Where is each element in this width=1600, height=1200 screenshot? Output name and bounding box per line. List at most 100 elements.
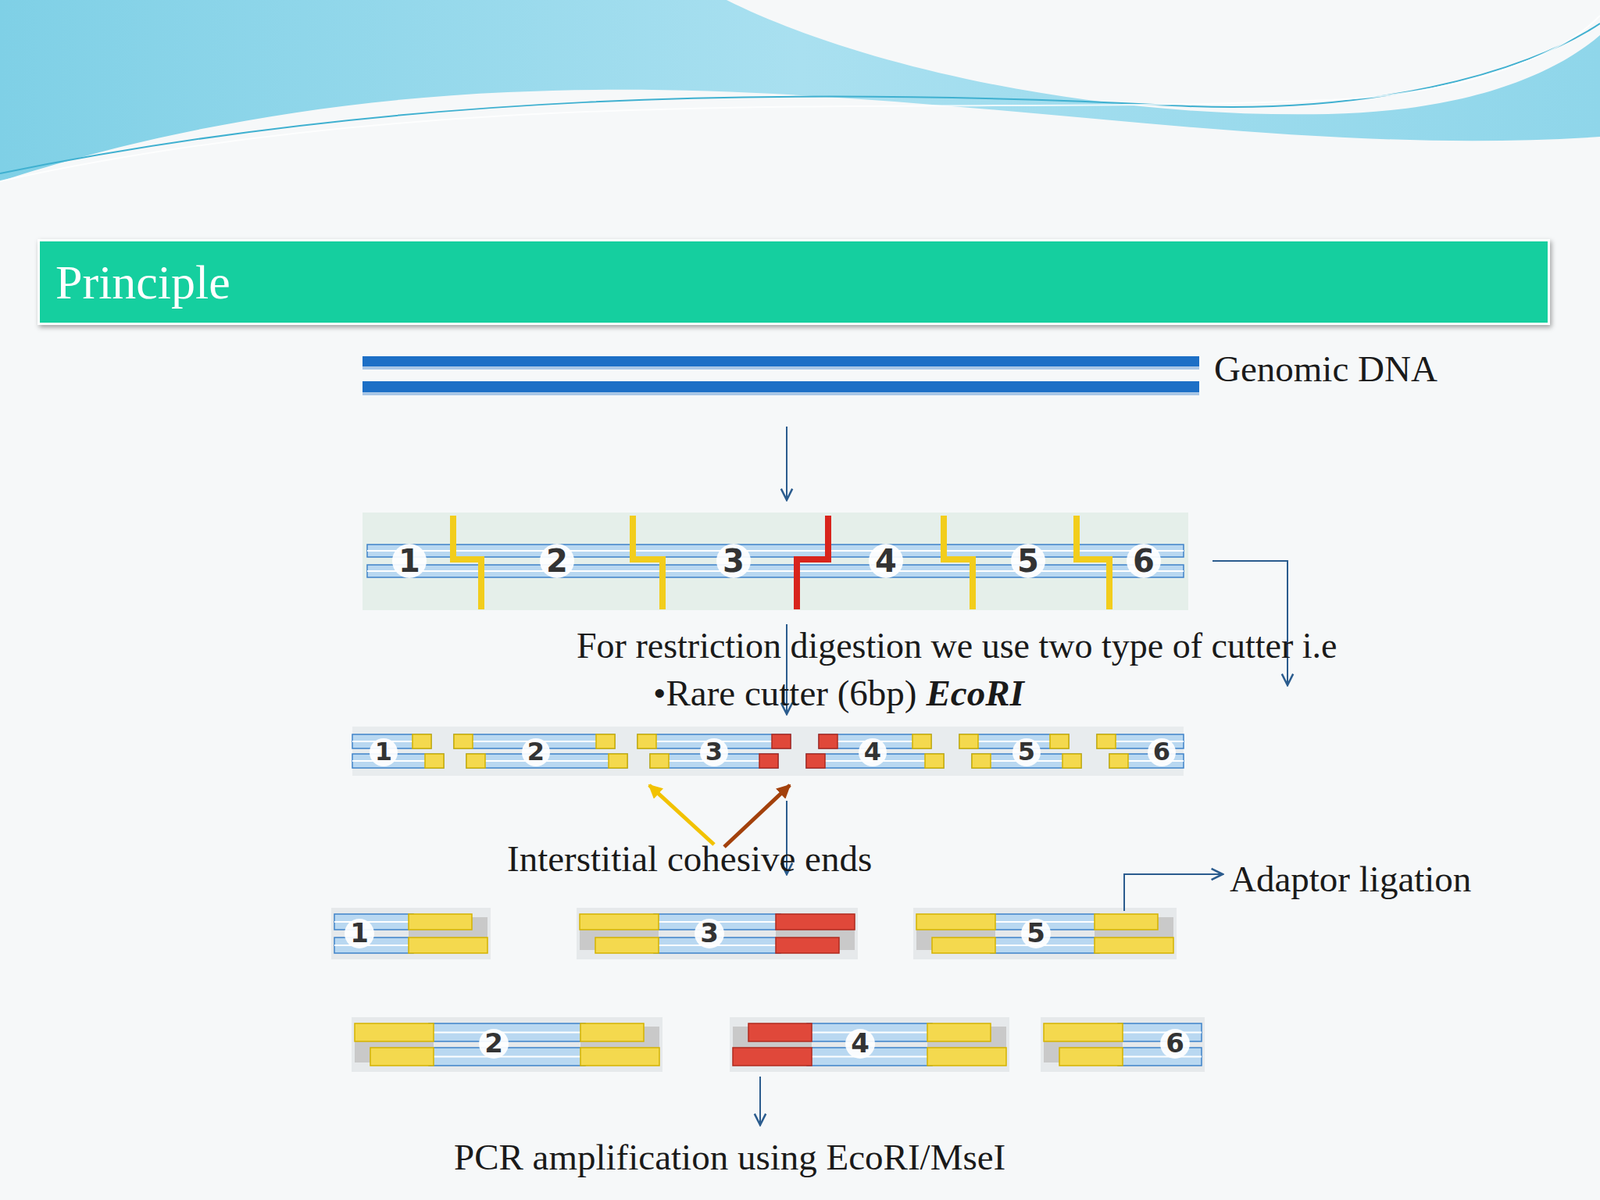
adaptor-strand	[579, 914, 659, 930]
wave-line	[0, 15, 1600, 182]
sticky-end	[1062, 753, 1082, 768]
title-band: Principle	[37, 239, 1550, 325]
callout-number: 1	[375, 738, 393, 766]
adaptor-strand	[932, 937, 996, 954]
sticky-end	[959, 734, 979, 749]
strand-line	[334, 921, 414, 923]
sticky-end	[425, 753, 444, 768]
sticky-end	[596, 734, 615, 749]
sticky-end	[925, 753, 944, 768]
annotation-text: Adaptor ligation	[1229, 859, 1472, 900]
number-disc	[694, 918, 725, 949]
number-disc	[369, 738, 398, 767]
sticky-end	[637, 734, 657, 749]
sticky-end	[1096, 734, 1116, 749]
adaptor-strand	[408, 937, 488, 954]
cut-site	[632, 515, 663, 610]
cut-site	[453, 515, 482, 610]
adaptor-strand	[927, 1023, 991, 1042]
fragment-panel	[351, 1017, 663, 1072]
strip-panel	[362, 512, 1189, 611]
callout-number: 5	[1017, 738, 1036, 766]
dna-strand	[367, 564, 1184, 578]
sticky-end	[818, 734, 838, 749]
pointer-arrow	[724, 785, 790, 847]
callout-number: 5	[1017, 543, 1040, 579]
fragment-panel	[913, 907, 1177, 960]
cut-site	[1076, 515, 1110, 610]
number-disc	[868, 543, 904, 579]
callout-number: 5	[1026, 918, 1046, 948]
strand-line	[1117, 1056, 1202, 1058]
number-disc	[1126, 543, 1161, 579]
strand-line	[367, 570, 1184, 572]
callout-number: 6	[1165, 1028, 1185, 1058]
callout-number: 2	[546, 543, 568, 579]
sticky-end	[971, 753, 991, 768]
callout-number: 2	[484, 1028, 504, 1058]
number-disc	[1010, 543, 1046, 579]
dna-strand-shade	[362, 392, 1200, 396]
adaptor-strand	[1094, 914, 1158, 930]
dna-strand	[367, 544, 1184, 558]
number-disc	[392, 543, 427, 579]
adaptor-strand	[1043, 1023, 1123, 1042]
pointer-arrow	[649, 785, 715, 845]
callout-number: 3	[722, 543, 745, 579]
sticky-end	[453, 734, 473, 749]
fragment-panel	[1040, 1017, 1205, 1072]
enzyme-name: EcoRI	[925, 673, 1024, 715]
flow-arrow	[785, 426, 788, 500]
adaptor-strand	[748, 1023, 812, 1042]
adaptor-strand	[580, 1047, 660, 1066]
adaptor-strand	[916, 914, 996, 930]
annotation-text: •Rare cutter (6bp)	[653, 673, 917, 715]
adaptor-strand	[354, 1023, 434, 1042]
strip-panel	[352, 726, 1184, 776]
sticky-end	[608, 753, 628, 768]
sticky-end	[412, 734, 432, 749]
number-disc	[700, 738, 729, 767]
dna-strand-shade	[362, 366, 1200, 370]
adaptor-strand	[595, 937, 659, 954]
adaptor-strand	[370, 1047, 434, 1066]
strand-line	[428, 1032, 586, 1034]
callout-number: 1	[398, 543, 421, 579]
cut-site	[943, 515, 973, 610]
callout-number: 4	[850, 1028, 870, 1058]
callout-number: 3	[705, 738, 723, 766]
number-disc	[521, 738, 550, 767]
fragment-panel	[331, 907, 491, 960]
callout-number: 1	[350, 918, 369, 948]
flow-arrow	[1212, 560, 1288, 686]
leader-arrow	[1124, 874, 1223, 911]
adaptor-strand	[580, 1023, 644, 1042]
annotation-text: Genomic DNA	[1214, 349, 1438, 390]
cut-site	[796, 515, 829, 610]
number-disc	[716, 543, 751, 579]
number-disc	[539, 543, 575, 579]
dna-strand	[362, 381, 1200, 393]
dna-strand	[1117, 1023, 1202, 1042]
annotation-text: PCR amplification using EcoRI/MseI	[453, 1137, 1006, 1179]
sticky-end	[771, 734, 791, 749]
dna-strand	[1117, 1047, 1202, 1066]
sticky-end	[912, 734, 932, 749]
fragment-panel	[729, 1017, 1010, 1072]
fragment-panel	[576, 907, 858, 960]
adaptor-strand	[775, 914, 855, 930]
sticky-end	[1050, 734, 1069, 749]
number-disc	[478, 1028, 509, 1059]
number-disc	[845, 1028, 875, 1059]
sticky-end	[806, 753, 825, 768]
sticky-end	[650, 753, 669, 768]
strand-line	[334, 944, 414, 947]
slide-title: Principle	[55, 241, 231, 323]
annotation-text: For restriction digestion we use two typ…	[576, 626, 1337, 667]
callout-number: 4	[875, 543, 897, 579]
strand-line	[1117, 1032, 1202, 1034]
callout-number: 2	[527, 738, 545, 766]
strand-line	[428, 1056, 586, 1058]
flow-arrow	[759, 1076, 761, 1125]
